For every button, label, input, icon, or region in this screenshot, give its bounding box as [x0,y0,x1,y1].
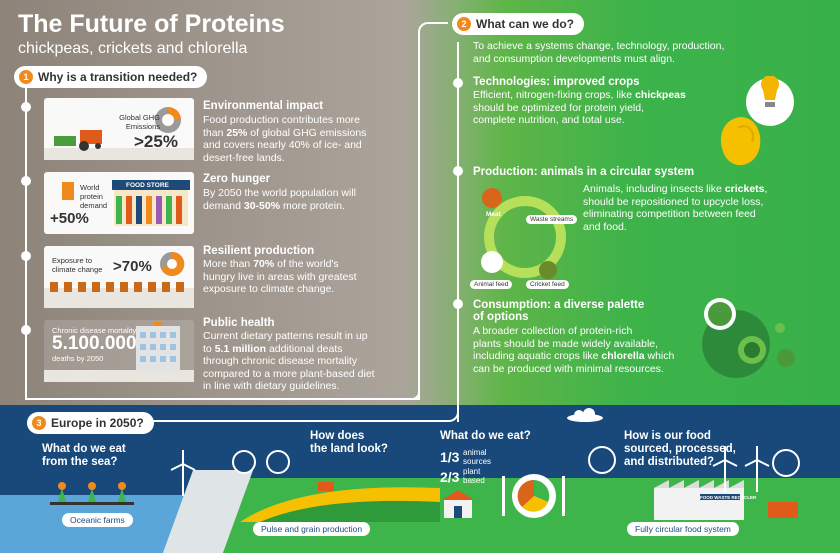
section-why-pill: 1 Why is a transition needed? [14,66,208,88]
climate-exposure-label: Exposure to climate change [52,256,103,274]
item-text: Food production contributes more than 25… [203,114,367,164]
page-title: The Future of Proteins [18,10,285,38]
circular-system-icon [481,188,566,279]
mortality-value: 5.100.000 [52,333,137,354]
wind-turbine-icon [712,446,738,492]
grain-icon [232,450,256,474]
section-number: 3 [32,416,46,430]
oceanic-farms-icon [50,482,134,505]
fraction-plant: 2/3 [440,469,460,485]
plate-icon [502,474,565,518]
timeline-dot [21,251,31,261]
land-question: How does the land look? [310,430,388,455]
hospital-icon [44,322,194,382]
consumption-text: A broader collection of protein-rich pla… [473,325,675,375]
environmental-impact-illustration [44,98,194,160]
public-health-illustration [44,320,194,382]
wind-turbine-icon [744,446,770,492]
item-text: Current dietary patterns result in up to… [203,330,375,392]
factory-label: FOOD WASTE RECYCLER [700,495,757,500]
section-number: 1 [19,70,33,84]
cloud-icon [567,408,603,422]
timeline-dot [453,166,463,176]
section-what-label: What can we do? [476,17,575,31]
wind-turbine-icon [170,450,196,496]
timeline-dot [21,176,31,186]
flow-line-europe [140,410,459,422]
ghg-stat-value: >25% [134,132,178,151]
timeline-dot [453,299,463,309]
food-store-icon [62,180,190,226]
technologies-text: Efficient, nitrogen-fixing crops, like c… [473,89,686,126]
consumption-heading: Consumption: a diverse palette of option… [473,299,645,323]
mortality-sub: deaths by 2050 [52,354,104,363]
protein-demand-label: World protein demand [80,183,108,210]
chlorella-icon [702,298,795,378]
flow-line-right [457,42,465,422]
resilient-production-illustration [44,246,194,308]
sea-question: What do we eat from the sea? [42,443,126,468]
crops-icon [44,251,194,308]
section-number: 2 [457,17,471,31]
circular-food-system-tag: Fully circular food system [627,522,739,536]
zero-hunger-illustration [44,172,194,234]
item-heading: Resilient production [203,245,315,257]
timeline-dot [453,78,463,88]
ghg-stat-label: Global GHG Emissions [119,113,160,131]
item-heading: Public health [203,317,275,329]
protein-demand-value: +50% [50,210,89,227]
oceanic-farms-tag: Oceanic farms [62,513,133,527]
food-variety-icon [588,446,616,474]
item-heading: Zero hunger [203,173,271,185]
cycle-label-animal-feed: Animal feed [470,280,513,289]
what-intro: To achieve a systems change, technology,… [473,40,725,65]
house-icon [442,490,474,518]
timeline-dot [21,325,31,335]
flow-line-bottom [25,392,420,400]
factory-illustration [598,480,798,520]
burger-icon [772,449,800,477]
wheat-icon [266,450,290,474]
mortality-label: Chronic disease mortality [52,326,137,335]
section-what-pill: 2 What can we do? [452,13,585,35]
item-heading: Environmental impact [203,100,324,112]
section-europe-pill: 3 Europe in 2050? [27,412,154,434]
page-subtitle: chickpeas, crickets and chlorella [18,40,248,57]
timeline-dot [21,102,31,112]
food-system-question: How is our food sourced, processed, and … [624,430,736,468]
eat-question: What do we eat? [440,430,531,442]
production-text: Animals, including insects like crickets… [583,183,768,233]
fields-illustration [240,482,440,522]
item-text: By 2050 the world population will demand… [203,187,356,212]
cycle-label-cricket-feed: Cricket feed [526,280,569,289]
cycle-label-waste-streams: Waste streams [526,215,578,224]
tractor-field-icon [44,107,194,160]
fraction-animal: 1/3 [440,449,460,465]
section-europe-label: Europe in 2050? [51,416,144,430]
item-text: More than 70% of the world's hungry live… [203,258,357,295]
technologies-heading: Technologies: improved crops [473,76,640,88]
lightbulb-chickpea-icon [720,76,794,166]
climate-exposure-value: >70% [113,258,152,275]
flow-line-up [418,22,448,400]
section-why-label: Why is a transition needed? [38,70,198,84]
cycle-label-meat: Meat [486,211,501,218]
store-label: FOOD STORE [126,182,169,189]
pulse-grain-tag: Pulse and grain production [253,522,371,536]
production-heading: Production: animals in a circular system [473,166,695,178]
